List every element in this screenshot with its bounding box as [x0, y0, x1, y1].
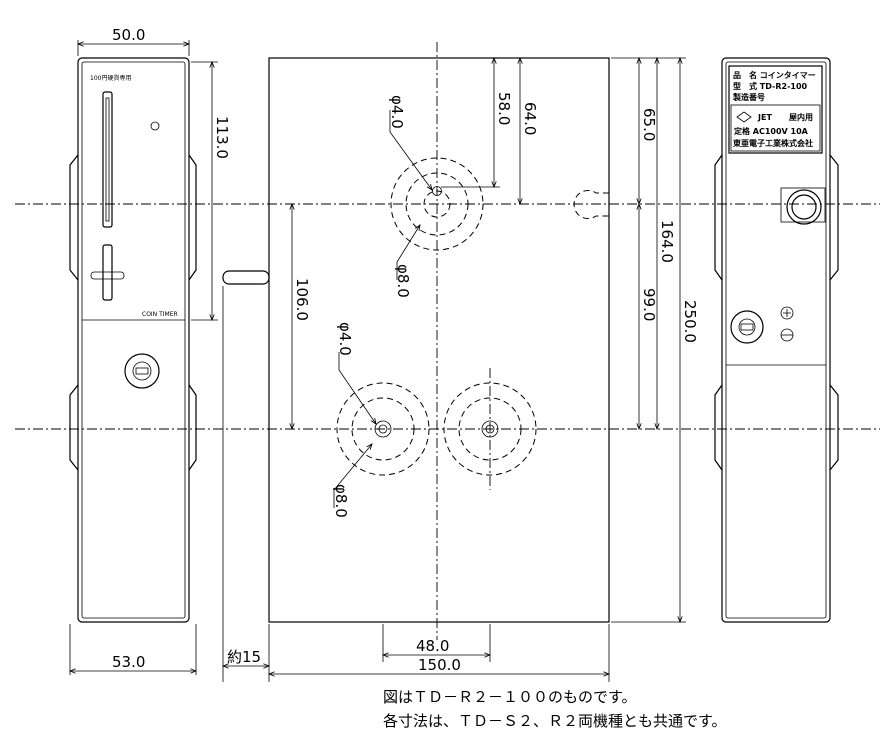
- mounting-plate: [222, 57, 610, 623]
- hole-lower-right: [443, 382, 537, 476]
- hole-upper: [390, 157, 484, 251]
- dim-width-53: 53.0: [112, 653, 145, 671]
- timer-knob: [786, 189, 822, 225]
- dim-164: 164.0: [658, 220, 676, 263]
- note-line-2: 各寸法は、ＴＤ－Ｓ２、Ｒ２両機種とも共通です。: [383, 712, 727, 730]
- dim-width-50: 50.0: [112, 26, 145, 44]
- side-notch: [573, 190, 609, 219]
- nameplate-indoor: 屋内用: [789, 112, 813, 122]
- dim-64: 64.0: [521, 102, 539, 135]
- key-lock: [124, 353, 160, 389]
- screw-icon: [780, 306, 794, 320]
- nameplate: [728, 65, 823, 154]
- dia-4-lower: φ4.0: [336, 322, 354, 356]
- side-key-lock: [730, 310, 764, 344]
- hole-lower-left: [336, 382, 430, 476]
- side-view: 品 名 コインタイマー 型 式 TD-R2-100 製造番号 JET 屋内用 定…: [714, 57, 839, 623]
- dim-48: 48.0: [416, 637, 449, 655]
- coin-slot: [102, 91, 113, 228]
- dim-150: 150.0: [418, 656, 461, 674]
- dim-99: 99.0: [640, 288, 658, 321]
- coin-label: 100円硬貨専用: [90, 74, 131, 82]
- nameplate-row1: 品 名 コインタイマー: [733, 70, 816, 80]
- nameplate-jet: JET: [757, 113, 772, 122]
- dim-106: 106.0: [293, 278, 311, 321]
- front-view: 100円硬貨専用 COIN TIMER: [69, 57, 197, 623]
- note-line-1: 図はＴＤ－Ｒ２－１００のものです。: [383, 688, 637, 706]
- dim-58: 58.0: [495, 92, 513, 125]
- pse-mark-icon: [736, 111, 752, 123]
- nameplate-maker: 東亜電子工業株式会社: [733, 138, 813, 148]
- dim-65: 65.0: [640, 108, 658, 141]
- dim-height-113: 113.0: [213, 116, 231, 159]
- dim-250: 250.0: [681, 300, 699, 343]
- coin-return: [102, 244, 113, 301]
- nameplate-row3: 製造番号: [732, 92, 765, 102]
- dia-8-lower: φ8.0: [332, 484, 350, 518]
- nameplate-row2: 型 式 TD-R2-100: [733, 81, 808, 91]
- dia-4-upper: φ4.0: [388, 95, 406, 129]
- dim-15: 約15: [227, 648, 261, 666]
- timer-label: COIN TIMER: [142, 311, 178, 318]
- nameplate-rating: 定格 AC100V 10A: [733, 126, 809, 136]
- dia-8-upper: φ8.0: [394, 264, 412, 298]
